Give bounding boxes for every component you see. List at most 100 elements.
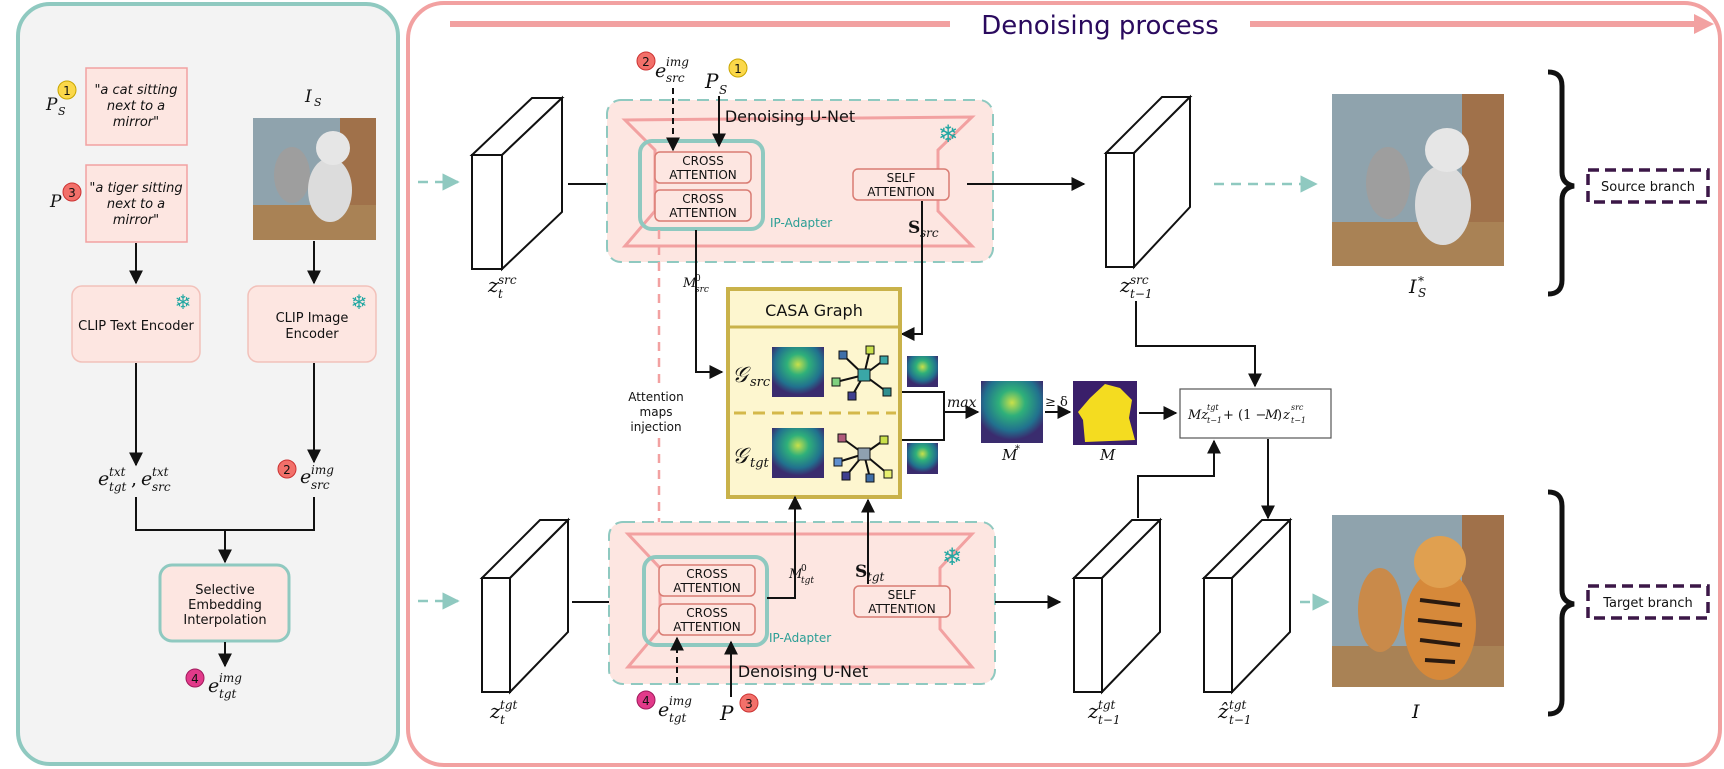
badge-1-label: 1 xyxy=(734,62,742,76)
svg-text:img: img xyxy=(669,694,692,708)
interp-label: Selective xyxy=(195,583,254,598)
ip-adapter-tgt-label: IP-Adapter xyxy=(769,631,831,645)
cross-attention-src-2 xyxy=(654,189,752,222)
svg-text:0: 0 xyxy=(695,274,701,284)
cross-attention-src-1 xyxy=(654,151,752,184)
clip-image-encoder-label: CLIP Image xyxy=(276,311,349,326)
unet-target: Denoising U-Net ❄ CROSS ATTENTION CROSS … xyxy=(608,521,996,685)
badge-1-label: 1 xyxy=(63,84,71,98)
svg-text:z: z xyxy=(1087,699,1099,723)
svg-text:S: S xyxy=(719,83,727,97)
svg-text:0: 0 xyxy=(801,564,807,574)
output-image-src-label: I * S xyxy=(1408,274,1426,300)
svg-text:tgt: tgt xyxy=(1098,698,1116,712)
injection-label: injection xyxy=(630,420,681,434)
cross-attention-tgt-2 xyxy=(658,603,756,636)
svg-text:e: e xyxy=(141,468,152,490)
svg-text:txt: txt xyxy=(152,465,169,479)
cross-attention-label: ATTENTION xyxy=(673,620,741,634)
output-image-tgt-label: I xyxy=(1411,701,1420,723)
cat-body xyxy=(308,158,352,222)
e-src-img-input-label: 2 e img src xyxy=(636,51,689,85)
cross-attention-label: CROSS xyxy=(682,154,723,168)
prompt-source-box xyxy=(85,67,188,146)
svg-text:src: src xyxy=(695,285,709,295)
arrow-tgt-to-max xyxy=(902,412,945,441)
cross-attention-tgt-1 xyxy=(658,564,756,597)
prompt-target: P 3 "a tiger sitting next to a mirror" xyxy=(49,164,188,243)
svg-text:Mz: Mz xyxy=(1187,408,1208,423)
cross-attention-label: CROSS xyxy=(682,192,723,206)
prompt-target-box xyxy=(85,164,188,243)
svg-text:+ (1 −: + (1 − xyxy=(1223,408,1266,423)
interp-label: Interpolation xyxy=(183,613,266,628)
selective-embedding-interpolation: Selective Embedding Interpolation xyxy=(158,563,291,643)
svg-text:t−1: t−1 xyxy=(1130,287,1153,301)
svg-text:img: img xyxy=(219,671,242,685)
badge-4 xyxy=(185,668,205,688)
m-tgt-label: M 0 tgt xyxy=(788,564,814,586)
g-tgt-subscript: tgt xyxy=(750,456,770,471)
image-embedding-src-label: 2 e img src xyxy=(277,459,334,492)
svg-text:z: z xyxy=(1282,408,1290,423)
svg-text:e: e xyxy=(300,466,311,488)
svg-text:M: M xyxy=(788,567,803,582)
title-backdrop xyxy=(950,8,1250,40)
prompt-target-line: "a tiger sitting xyxy=(89,181,182,196)
arrow-s-src-to-casa xyxy=(900,201,923,341)
snowflake-icon: ❄ xyxy=(942,543,962,571)
svg-text:tgt: tgt xyxy=(500,698,518,712)
arrow-z-src-to-blend xyxy=(1135,301,1262,388)
svg-text:src: src xyxy=(152,480,171,494)
right-panel: Denoising process z src t Denoising U-Ne… xyxy=(406,1,1722,767)
m-mask xyxy=(1073,381,1137,445)
small-map-tgt xyxy=(907,443,938,474)
svg-text:e: e xyxy=(655,60,666,82)
cross-attention-label: ATTENTION xyxy=(673,581,741,595)
p-tgt-input-label: P 3 xyxy=(719,693,759,725)
prompt-source-line: next to a xyxy=(107,99,165,114)
svg-text:tgt: tgt xyxy=(109,480,127,494)
svg-text:src: src xyxy=(1130,273,1149,287)
unet-source: Denoising U-Net ❄ CROSS ATTENTION CROSS … xyxy=(606,99,994,263)
target-branch-label: Target branch xyxy=(1602,596,1693,611)
self-attention-src xyxy=(852,168,950,201)
output-image-src xyxy=(1332,94,1504,266)
prompt-target-line: mirror" xyxy=(113,213,159,228)
badge-1 xyxy=(57,80,77,100)
prompt-source: P S 1 "a cat sitting next to a mirror" xyxy=(45,67,188,146)
s-src-label: S xyxy=(908,218,920,238)
casa-title: CASA Graph xyxy=(765,301,863,320)
svg-text:z: z xyxy=(487,273,499,297)
latent-z-t-src-label: z src t xyxy=(487,273,517,301)
svg-text:I: I xyxy=(1408,276,1417,298)
unet-source-title: Denoising U-Net xyxy=(725,107,855,126)
svg-text:t: t xyxy=(500,713,505,727)
svg-text:t: t xyxy=(498,287,503,301)
threshold-label: ≥ δ xyxy=(1045,395,1068,410)
diagram-title: Denoising process xyxy=(981,11,1219,41)
svg-text:e: e xyxy=(658,699,669,721)
prompt-source-subscript: S xyxy=(58,105,66,118)
ip-adapter-tgt-frame xyxy=(642,555,769,647)
svg-text:M: M xyxy=(682,276,697,291)
g-src-heatmap xyxy=(772,347,824,397)
svg-text:src: src xyxy=(1291,403,1304,412)
svg-text:*: * xyxy=(1418,274,1424,288)
ip-adapter-src-frame xyxy=(638,139,765,231)
cross-attention-label: ATTENTION xyxy=(669,168,737,182)
svg-text:*: * xyxy=(1015,444,1020,455)
cat-reflection xyxy=(274,147,310,203)
m-label: M xyxy=(1099,446,1116,464)
m-src-label: M 0 src xyxy=(682,274,709,295)
source-branch-brace xyxy=(1547,69,1575,297)
target-branch-brace xyxy=(1547,489,1575,717)
source-branch-label: Source branch xyxy=(1601,180,1695,195)
latent-z-t-1-tgt-label: z tgt t−1 xyxy=(1087,698,1121,727)
unet-target-title: Denoising U-Net xyxy=(738,662,868,681)
arrow-src-to-max xyxy=(902,391,980,419)
svg-text:e: e xyxy=(98,468,109,490)
output-image-tgt xyxy=(1332,515,1504,687)
image-embedding-tgt-label: 4 e img tgt xyxy=(185,668,242,701)
